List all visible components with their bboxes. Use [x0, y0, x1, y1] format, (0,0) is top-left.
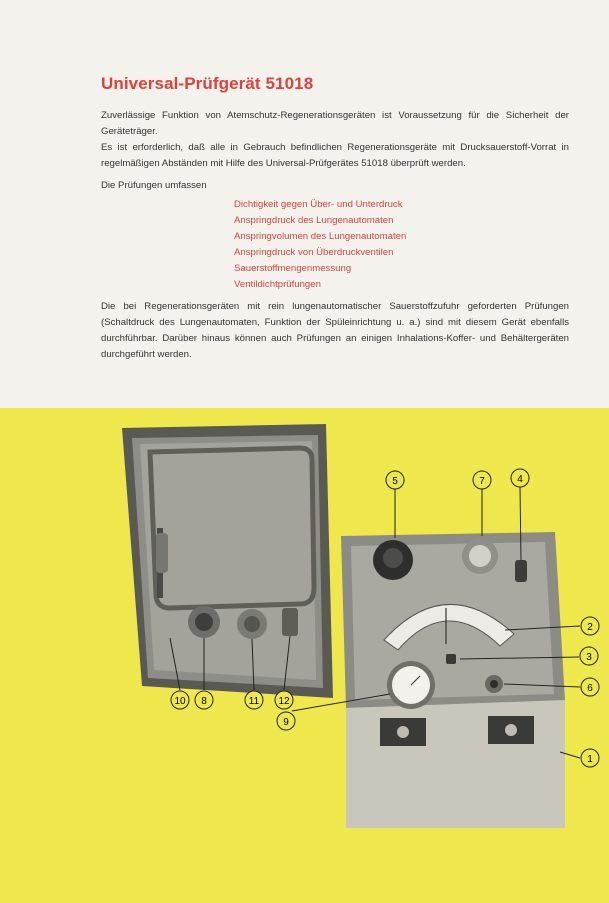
callout-2: 2 — [580, 616, 600, 636]
svg-text:10: 10 — [174, 696, 186, 707]
svg-text:4: 4 — [517, 474, 523, 485]
list-item: Anspringdruck des Lungenautomaten — [234, 215, 394, 226]
list-item: Dichtigkeit gegen Über- und Unterdruck — [234, 199, 403, 210]
callout-4: 4 — [510, 468, 530, 488]
svg-text:2: 2 — [587, 622, 593, 633]
callout-11: 11 — [244, 690, 264, 710]
list-item: Sauerstoffmengenmessung — [234, 263, 352, 274]
callout-6: 6 — [580, 677, 600, 697]
svg-text:7: 7 — [479, 476, 485, 487]
text-section — [0, 0, 609, 408]
additional-paragraph: Die bei Regenerationsgeräten mit rein lu… — [101, 301, 569, 360]
requirement-paragraph: Es ist erforderlich, daß alle in Gebrauc… — [101, 142, 569, 169]
list-item: Anspringdruck von Überdruckventilen — [234, 247, 394, 258]
svg-text:1: 1 — [587, 754, 593, 765]
device-photo: 1 2 3 4 5 6 7 8 9 10 11 12 — [122, 424, 600, 828]
callout-3: 3 — [579, 646, 599, 666]
tests-intro: Die Prüfungen umfassen — [101, 180, 207, 191]
svg-text:12: 12 — [278, 696, 290, 707]
svg-text:8: 8 — [201, 696, 207, 707]
svg-text:9: 9 — [283, 717, 289, 728]
svg-text:5: 5 — [392, 476, 398, 487]
callout-7: 7 — [472, 470, 492, 490]
tests-list: Dichtigkeit gegen Über- und Unterdruck A… — [234, 197, 406, 293]
intro-paragraph: Zuverlässige Funktion von Atemschutz-Reg… — [101, 110, 569, 137]
callout-lines — [169, 486, 581, 759]
page-title: Universal-Prüfgerät 51018 — [101, 74, 314, 93]
svg-text:3: 3 — [586, 652, 592, 663]
callout-5: 5 — [385, 470, 405, 490]
svg-text:11: 11 — [249, 696, 260, 707]
device-body — [341, 532, 565, 828]
callout-10: 10 — [170, 690, 190, 710]
callout-markers: 1 2 3 4 5 6 7 8 9 10 11 12 — [170, 468, 600, 768]
svg-text:6: 6 — [587, 683, 593, 694]
callout-8: 8 — [194, 690, 214, 710]
callout-9: 9 — [276, 711, 296, 731]
callout-1: 1 — [580, 748, 600, 768]
callout-12: 12 — [274, 690, 294, 710]
list-item: Anspringvolumen des Lungenautomaten — [234, 231, 407, 242]
list-item: Ventildichtprüfungen — [234, 279, 321, 290]
case-lid — [122, 424, 333, 698]
